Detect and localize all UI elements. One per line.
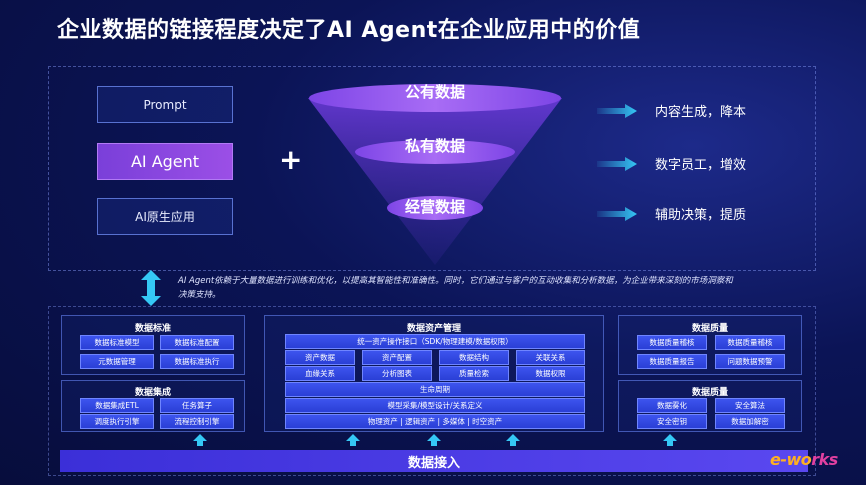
asset-item: 资产配置 — [362, 350, 432, 365]
panel-item: 元数据管理 — [80, 354, 154, 369]
asset-item: 资产数据 — [285, 350, 355, 365]
asset-item: 数据结构 — [439, 350, 509, 365]
panel-item: 问题数据预警 — [715, 354, 785, 369]
data-quality-panel: 数据质量 数据质量稽核 数据质量稽核 数据质量报告 问题数据预警 — [618, 315, 802, 375]
panel-title: 数据质量 — [691, 388, 728, 398]
page-title: 企业数据的链接程度决定了AI Agent在企业应用中的价值 — [57, 18, 641, 43]
outcome-row-1: 内容生成，降本 — [597, 101, 746, 120]
public-data-label: 公有数据 — [404, 83, 465, 101]
business-data-disc — [387, 196, 483, 220]
panel-item: 安全密钥 — [637, 414, 707, 429]
asset-types-bar: 物理资产 | 逻辑资产 | 多媒体 | 时空资产 — [285, 414, 585, 429]
outcome-text: 内容生成，降本 — [655, 105, 747, 120]
outcome-row-3: 辅助决策，提质 — [597, 204, 746, 223]
outcome-row-2: 数字员工，增效 — [597, 154, 746, 173]
bottom-section-frame — [48, 306, 816, 476]
plus-sign: + — [279, 143, 303, 176]
panel-item: 数据质量稽核 — [715, 335, 785, 350]
panel-item: 任务算子 — [160, 398, 234, 413]
ai-native-app-box: AI原生应用 — [97, 198, 233, 235]
asset-item: 分析图表 — [362, 366, 432, 381]
up-arrow-icon — [506, 434, 520, 446]
outcome-text: 辅助决策，提质 — [655, 208, 747, 223]
panel-item: 数据质量报告 — [637, 354, 707, 369]
ai-agent-box: AI Agent — [97, 143, 233, 180]
data-ingest-bar: 数据接入 — [60, 450, 808, 472]
asset-item: 数据权限 — [516, 366, 585, 381]
right-arrow-icon — [597, 156, 637, 171]
private-data-label: 私有数据 — [404, 137, 465, 155]
asset-interface-bar: 统一资产操作接口（SDK/物理建模/数据权限） — [285, 334, 585, 349]
up-arrow-icon — [346, 434, 360, 446]
data-integration-panel: 数据集成 数据集成ETL 任务算子 调度执行引擎 流程控制引擎 — [61, 380, 245, 432]
data-standards-panel: 数据标准 数据标准模型 数据标准配置 元数据管理 数据标准执行 — [61, 315, 245, 375]
public-data-disc — [309, 84, 561, 112]
modeling-bar: 模型采集/模型设计/关系定义 — [285, 398, 585, 413]
panel-item: 数据标准配置 — [160, 335, 234, 350]
panel-title: 数据资产管理 — [406, 324, 461, 334]
panel-item: 数据集成ETL — [80, 398, 154, 413]
panel-item: 流程控制引擎 — [160, 414, 234, 429]
watermark-logo: e-works — [770, 450, 838, 469]
panel-item: 调度执行引擎 — [80, 414, 154, 429]
watermark-part1: e-wo — [770, 450, 812, 469]
description-text: AI Agent依赖于大量数据进行训练和优化，以提高其智能性和准确性。同时，它们… — [178, 276, 733, 300]
data-security-panel: 数据质量 数据雾化 安全算法 安全密钥 数据加解密 — [618, 380, 802, 432]
panel-item: 安全算法 — [715, 398, 785, 413]
prompt-box: Prompt — [97, 86, 233, 123]
up-arrow-icon — [663, 434, 677, 446]
outcome-text: 数字员工，增效 — [655, 158, 747, 173]
data-asset-panel: 数据资产管理 统一资产操作接口（SDK/物理建模/数据权限） 资产数据 资产配置… — [264, 315, 604, 432]
panel-item: 数据雾化 — [637, 398, 707, 413]
right-arrow-icon — [597, 206, 637, 221]
panel-item: 数据标准模型 — [80, 335, 154, 350]
panel-item: 数据加解密 — [715, 414, 785, 429]
up-arrow-icon — [193, 434, 207, 446]
asset-item: 血缘关系 — [285, 366, 355, 381]
asset-item: 质量检索 — [439, 366, 509, 381]
lifecycle-bar: 生命周期 — [285, 382, 585, 397]
panel-title: 数据标准 — [134, 324, 171, 334]
business-data-label: 经营数据 — [404, 198, 465, 216]
data-funnel — [308, 84, 562, 265]
private-data-disc — [355, 140, 515, 164]
panel-item: 数据标准执行 — [160, 354, 234, 369]
top-section-frame — [48, 66, 816, 271]
panel-title: 数据质量 — [691, 324, 728, 334]
up-arrow-icon — [427, 434, 441, 446]
asset-item: 关联关系 — [516, 350, 585, 365]
up-down-arrow-icon — [141, 270, 161, 306]
panel-item: 数据质量稽核 — [637, 335, 707, 350]
right-arrow-icon — [597, 103, 637, 118]
panel-title: 数据集成 — [134, 388, 171, 398]
watermark-part2: rks — [811, 450, 838, 469]
